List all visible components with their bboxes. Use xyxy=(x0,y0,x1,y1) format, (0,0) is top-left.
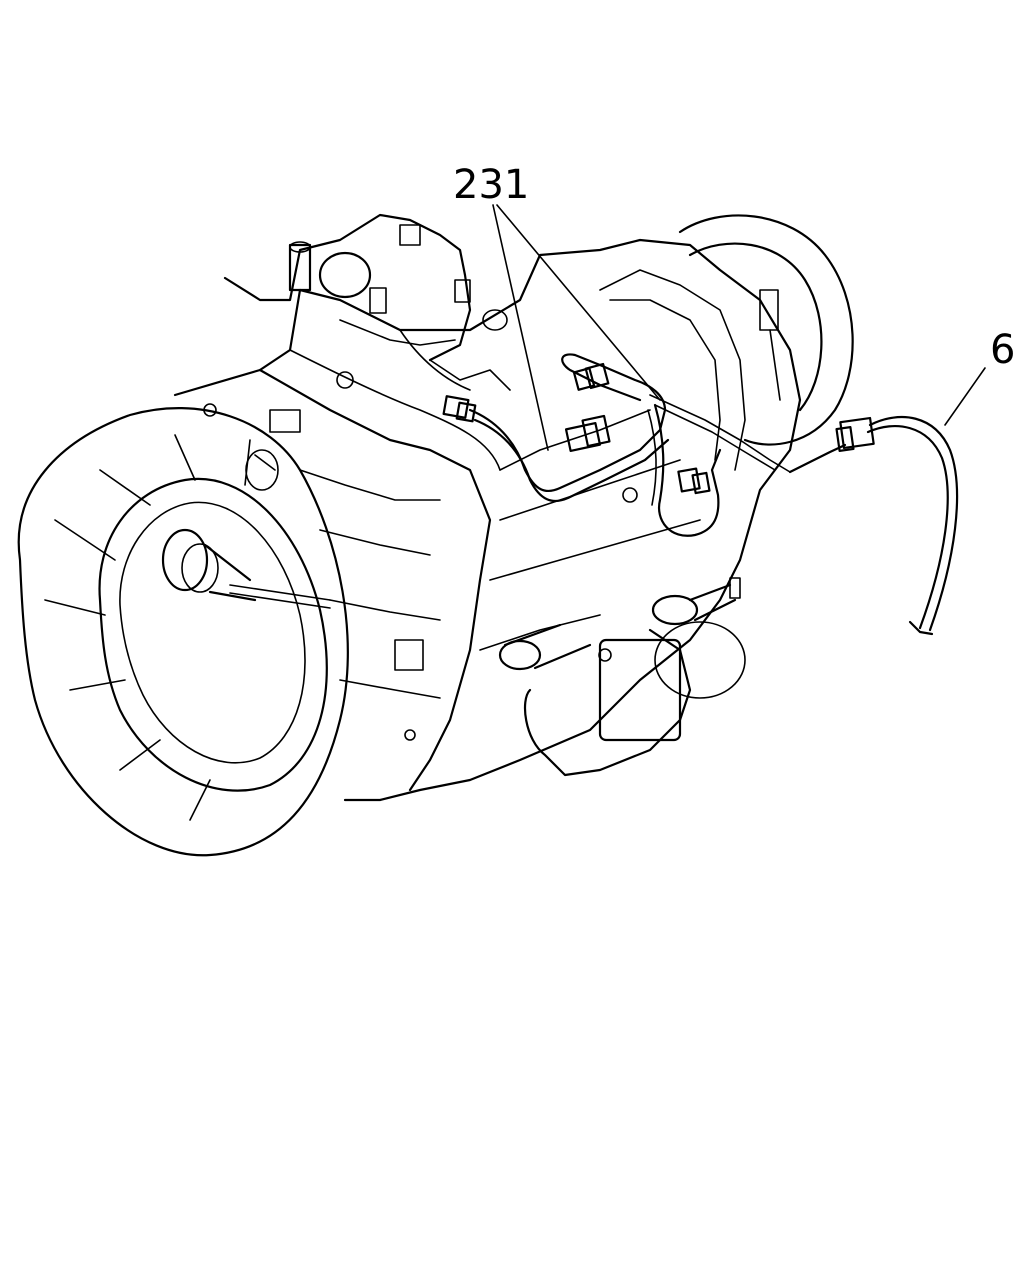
harness-connector-4 xyxy=(677,467,711,495)
harness-connector-2 xyxy=(564,414,611,452)
harness-connector-1 xyxy=(442,395,477,423)
leader-line-231-b xyxy=(496,204,661,401)
clutch-housing xyxy=(17,407,349,857)
shift-tower xyxy=(223,213,511,391)
harness-connector-3 xyxy=(572,362,610,391)
leader-line-231-a xyxy=(492,204,549,451)
input-shaft xyxy=(161,528,331,609)
callout-label-6: 6 xyxy=(990,327,1015,373)
transmission-case xyxy=(173,238,802,802)
callout-label-231: 231 xyxy=(453,162,529,208)
wiring-harness xyxy=(468,353,791,537)
cable xyxy=(788,415,959,636)
leader-line-6 xyxy=(944,367,986,426)
lower-actuator xyxy=(498,577,746,777)
rear-housing xyxy=(599,214,854,471)
